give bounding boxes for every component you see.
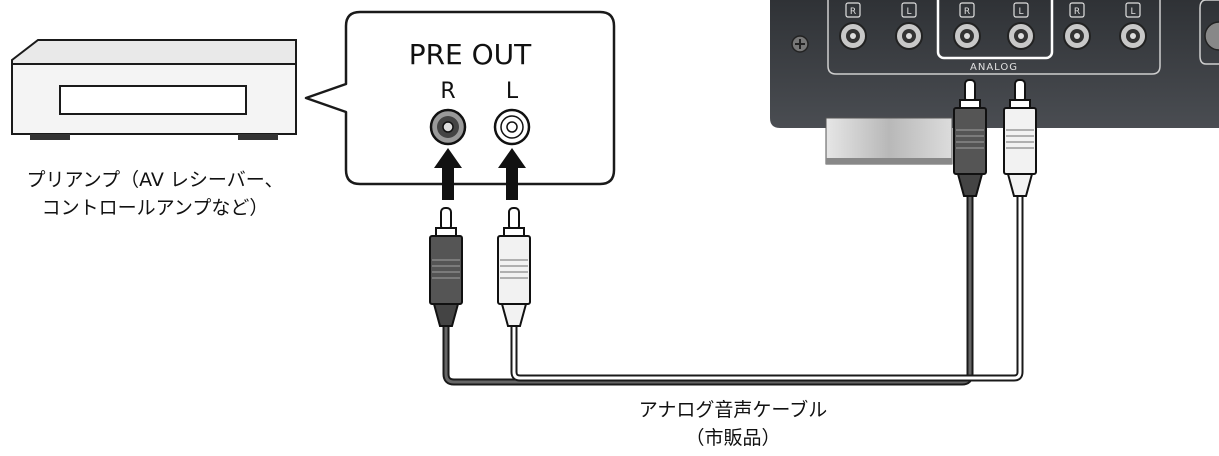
svg-text:R: R [964,7,970,17]
rca-plug-white [1003,79,1037,197]
rear-jack-badge-r: R [959,2,975,18]
pre-out-r-jack [429,108,467,146]
cable-caption-line1: アナログ音声ケーブル [638,399,828,421]
svg-text:R: R [1074,7,1080,17]
jack-label-r: R [440,79,455,104]
svg-text:R: R [850,7,856,17]
pre-out-title: PRE OUT [409,38,532,71]
preamp-caption-line1: プリアンプ（AV レシーバー、 [26,169,284,191]
rear-jack [953,22,981,50]
analog-section-label: ANALOG [970,62,1018,73]
preamp-caption-line2: コントロールアンプなど） [41,197,269,219]
screw-icon [791,35,809,53]
pre-out-l-jack [493,108,531,146]
cable-caption: アナログ音声ケーブル （市販品） [598,396,868,452]
cable-caption-line2: （市販品） [685,427,781,449]
rear-jack-badge-l: L [1125,2,1141,18]
pre-out-callout: PRE OUT R L [304,10,616,186]
preamp-device [11,39,297,140]
unit-rear-panel: ANALOG R L R L R L [770,0,1219,165]
unit-foot [825,117,953,165]
rear-jack [1119,22,1147,50]
rear-jack-badge-r: R [1069,2,1085,18]
rear-jack-badge-l: L [1013,2,1029,18]
arrow-up-icon [498,148,526,200]
svg-text:L: L [1018,7,1023,17]
highlighted-input-pair [936,0,1054,60]
jack-label-l: L [506,79,519,104]
preamp-caption: プリアンプ（AV レシーバー、 コントロールアンプなど） [0,166,310,222]
rear-jack [895,22,923,50]
rear-jack-badge-r: R [845,2,861,18]
rear-jack [1007,22,1035,50]
rca-plug-white [497,207,531,327]
rear-jack-badge-l: L [901,2,917,18]
svg-text:L: L [1130,7,1135,17]
rca-plug-red-dark [429,207,463,327]
arrow-up-icon [434,148,462,200]
rear-jack [1063,22,1091,50]
rear-jack [839,22,867,50]
svg-text:L: L [906,7,911,17]
analog-audio-cable [442,196,1024,386]
rca-plug-red-dark [953,79,987,197]
